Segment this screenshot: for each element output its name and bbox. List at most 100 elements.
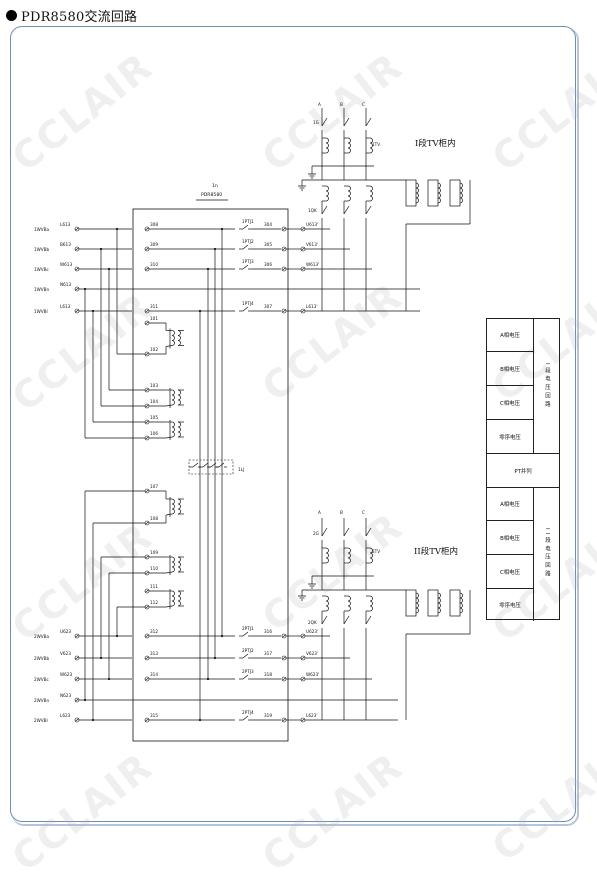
ground-icon (308, 173, 316, 179)
contact-blade (242, 653, 249, 659)
terminal-number: 109 (150, 550, 158, 555)
terminal (144, 387, 150, 393)
terminal-number: 309 (150, 242, 158, 247)
relay-contact (207, 462, 219, 468)
terminal (144, 266, 150, 272)
terminal (74, 246, 80, 252)
bus-label: 1WVBc (34, 267, 50, 272)
contact-blade (242, 224, 249, 230)
ground-icon (298, 595, 306, 601)
terminal-number: 317 (264, 651, 272, 656)
terminal-slash (75, 287, 79, 291)
wire-label: U623' (306, 629, 318, 634)
legend-divider (533, 487, 534, 621)
terminal-slash (301, 634, 305, 638)
coil (347, 547, 351, 564)
terminal-slash (145, 267, 149, 271)
terminal (300, 308, 306, 314)
terminal-slash (75, 267, 79, 271)
terminal (144, 520, 150, 526)
coil (369, 137, 373, 154)
legend-group2-title: II段电压回路 (544, 528, 550, 580)
wire (165, 404, 173, 407)
content-frame (10, 26, 576, 822)
ground-icon (308, 583, 316, 589)
terminal-slash (145, 589, 149, 593)
bullet-icon (6, 9, 17, 21)
legend-cell: C相电压 (487, 555, 533, 589)
legend-cell: B相电压 (487, 521, 533, 555)
cabinet1-label: I段TV柜内 (415, 138, 456, 149)
bus-label: 2WVBl (34, 718, 48, 723)
terminal-slash (145, 352, 149, 356)
cabinet2-phase-a: A (318, 510, 321, 515)
terminal (144, 604, 150, 610)
terminal (144, 554, 150, 560)
legend-cell: 零序电压 (499, 602, 521, 609)
frame-shadow (12, 28, 579, 826)
relay-label: 1LJ (238, 467, 244, 472)
legend-cell: 零序电压 (499, 434, 521, 441)
legend-cell: B相电压 (487, 352, 533, 386)
relay-contact (239, 674, 251, 680)
terminal-number: 307 (264, 304, 272, 309)
terminal-slash (145, 404, 149, 408)
terminal (74, 308, 80, 314)
terminal (300, 717, 306, 723)
legend-cell: A相电压 (487, 319, 533, 352)
bus-label: 1WVBb (34, 247, 50, 252)
relay-contact (239, 224, 251, 230)
terminal-number: 105 (150, 415, 158, 420)
terminal-slash (301, 247, 305, 251)
terminal-slash (145, 420, 149, 424)
terminal-slash (145, 436, 149, 440)
bus-label: 2WVBn (34, 698, 50, 703)
contact-label: 2PTJ1 (242, 626, 254, 631)
legend-divider (487, 487, 559, 488)
terminal (144, 488, 150, 494)
coil (415, 182, 419, 204)
junction-dot (91, 309, 95, 313)
cabinet2-phase-b: B (340, 510, 343, 515)
coil (171, 330, 175, 346)
coil (347, 137, 351, 154)
terminal (300, 676, 306, 682)
terminal-slash (145, 656, 149, 660)
terminal-slash (282, 227, 286, 231)
contact-blade (242, 631, 249, 637)
terminal-number: 316 (264, 629, 272, 634)
switch-blade (343, 527, 350, 537)
wire-label: V613' (306, 242, 318, 247)
terminal-number: 313 (150, 651, 158, 656)
terminal-slash (75, 309, 79, 313)
terminal (281, 246, 287, 252)
junction-dot (107, 267, 111, 271)
coil (459, 182, 463, 204)
terminal-number: 310 (150, 262, 158, 267)
coil (347, 595, 351, 612)
coil (171, 556, 175, 573)
wire-label: V623' (306, 651, 318, 656)
terminal-slash (75, 247, 79, 251)
terminal (281, 717, 287, 723)
terminal-number: 102 (150, 347, 158, 352)
terminal-number: 306 (264, 262, 272, 267)
coil (437, 182, 441, 204)
relay-contact (239, 306, 251, 312)
coil (325, 547, 329, 564)
winding-box (405, 179, 417, 207)
terminal (144, 435, 150, 441)
terminal-slash (145, 521, 149, 525)
terminal-number: 304 (264, 222, 272, 227)
coil (369, 547, 373, 564)
terminal-number: 104 (150, 399, 158, 404)
terminal (74, 286, 80, 292)
legend-middle: PT并列 (514, 468, 532, 475)
coil (171, 421, 175, 438)
terminal-number: 315 (150, 713, 158, 718)
coil (177, 498, 181, 515)
relay-contact (189, 462, 201, 468)
switch-blade (321, 615, 328, 625)
junction-dot (83, 698, 87, 702)
cabinet2-phase-c: C (362, 510, 365, 515)
